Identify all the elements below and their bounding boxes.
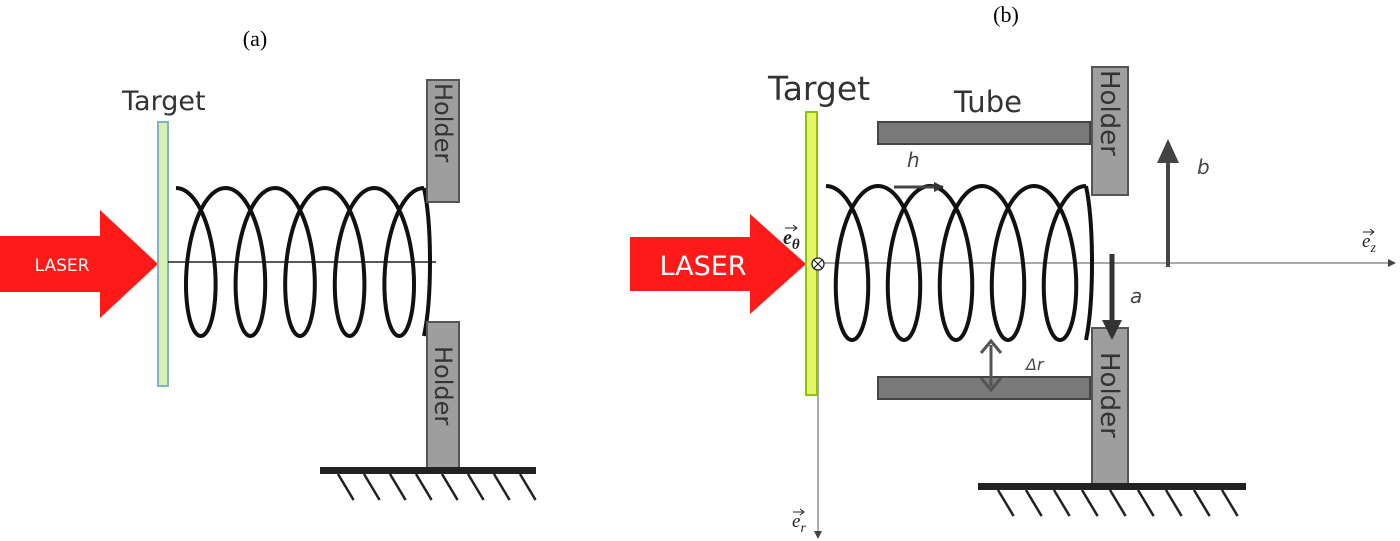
holder-top-b bbox=[1091, 66, 1129, 196]
ground-hatch-line bbox=[1136, 489, 1155, 517]
target-label-a: Target bbox=[121, 86, 206, 117]
theta-circle-cross-icon bbox=[811, 257, 825, 271]
laser-arrow-a: LASER bbox=[0, 210, 158, 318]
panel-b-caption: (b) bbox=[993, 2, 1019, 27]
laser-arrow-b: LASER bbox=[630, 214, 806, 314]
ground-hatch-line bbox=[414, 473, 433, 501]
tube-top bbox=[877, 121, 1091, 145]
gap-label: Δr bbox=[1024, 355, 1045, 374]
axis-z-label: ez bbox=[1362, 231, 1376, 256]
ground-hatch-line bbox=[336, 473, 355, 501]
holder-bottom-label-b: Holder bbox=[1094, 352, 1124, 438]
ground-hatch-line bbox=[440, 473, 459, 501]
ground-hatch-line bbox=[1192, 489, 1211, 517]
holder-top-a bbox=[426, 79, 460, 203]
ground-hatch-line bbox=[388, 473, 407, 501]
axis-theta-vec-arrow bbox=[785, 224, 798, 232]
laser-label-b: LASER bbox=[659, 251, 746, 282]
tube-radius-label: b bbox=[1197, 155, 1210, 179]
radius-arrowhead bbox=[1102, 320, 1122, 340]
ground-hatch-line bbox=[1164, 489, 1183, 517]
holder-top-label-b: Holder bbox=[1094, 70, 1124, 156]
ground-hatch-line bbox=[492, 473, 511, 501]
ground-hatch-line bbox=[1052, 489, 1071, 517]
tube-bottom bbox=[877, 376, 1091, 400]
target-plate-b bbox=[805, 111, 818, 396]
pitch-label: h bbox=[907, 148, 920, 172]
laser-label-a: LASER bbox=[35, 256, 90, 276]
coil-end bbox=[1084, 185, 1094, 341]
holder-bottom-label-a: Holder bbox=[429, 346, 457, 425]
panel-a: (a) LASER Target Holder Holder bbox=[0, 26, 537, 501]
panel-b: (b) LASER Target Tube Holder Holder bbox=[630, 2, 1396, 539]
ground-hatch-line bbox=[1080, 489, 1099, 517]
coil-wire bbox=[175, 186, 425, 338]
tube-radius-arrowhead bbox=[1157, 139, 1179, 163]
ground-hatch-line bbox=[362, 473, 381, 501]
coil-b bbox=[825, 184, 1094, 342]
holder-top-label-a: Holder bbox=[429, 83, 457, 162]
tube-label: Tube bbox=[953, 85, 1022, 119]
ground-hatch-line bbox=[1108, 489, 1127, 517]
holder-bottom-a bbox=[426, 321, 460, 471]
ground-a bbox=[320, 467, 537, 501]
ground-b bbox=[978, 483, 1246, 517]
axis-z-vec-arrow bbox=[1363, 228, 1375, 236]
panel-a-caption: (a) bbox=[243, 26, 267, 51]
ground-hatch-line bbox=[996, 489, 1015, 517]
radius-label: a bbox=[1130, 284, 1142, 308]
axis-r-vec-arrow bbox=[793, 508, 805, 516]
axis-theta-label: eθ bbox=[783, 227, 800, 253]
ground-hatch-line bbox=[1220, 489, 1239, 517]
ground-hatch-line bbox=[466, 473, 485, 501]
ground-hatch-line bbox=[518, 473, 537, 501]
gap-double-arrow bbox=[979, 338, 1003, 393]
ground-hatch-line bbox=[1024, 489, 1043, 517]
coil-wire bbox=[825, 184, 1087, 342]
target-label-b: Target bbox=[767, 69, 870, 108]
target-plate-a bbox=[157, 121, 169, 387]
axis-r-label: er bbox=[792, 511, 806, 536]
